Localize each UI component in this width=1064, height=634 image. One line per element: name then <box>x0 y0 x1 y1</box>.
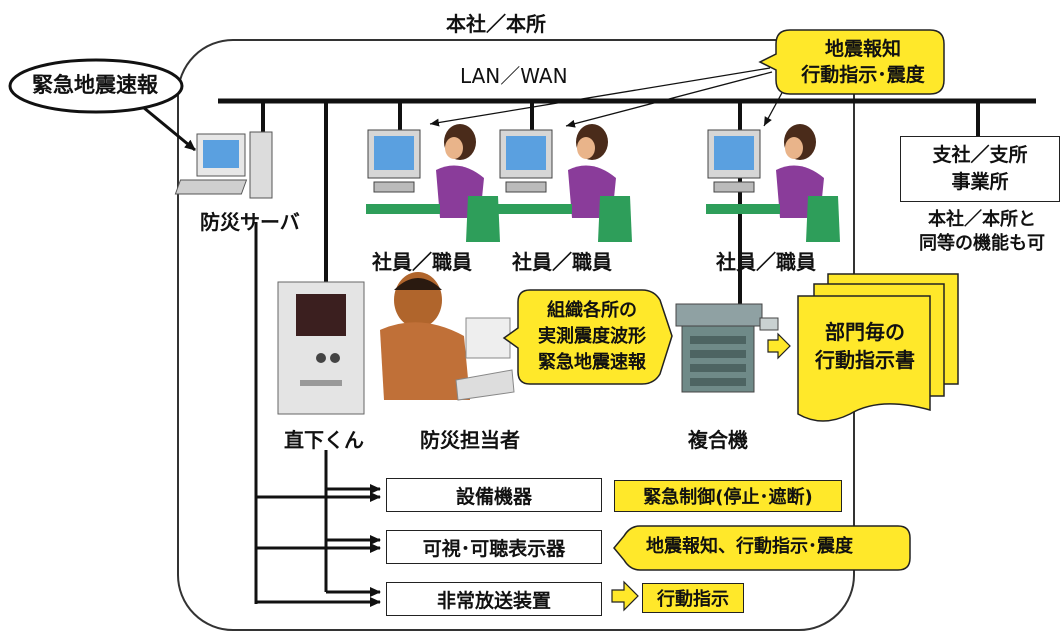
doc-arrow-icon <box>767 332 791 360</box>
copier-icon <box>675 303 779 393</box>
staff-label-3: 社員／職員 <box>716 250 816 274</box>
output-device-equipment: 設備機器 <box>386 478 602 512</box>
device-label: 直下くん <box>284 428 364 452</box>
manager-label: 防災担当者 <box>420 428 520 452</box>
staff-icon-1 <box>366 124 500 242</box>
staff-label-1: 社員／職員 <box>372 250 472 274</box>
branch-office-box: 支社／支所 事業所 <box>900 136 1060 202</box>
document-text: 部門毎の 行動指示書 <box>815 320 915 372</box>
mfp-label: 複合機 <box>688 428 748 452</box>
server-label: 防災サーバ <box>200 210 300 234</box>
disaster-manager-icon <box>380 272 515 401</box>
staff-label-2: 社員／職員 <box>512 250 612 274</box>
mid-callout-text: 組織各所の 実測震度波形 緊急地震速報 <box>538 300 646 373</box>
output-device-broadcast: 非常放送装置 <box>386 582 602 616</box>
network-label: LAN／WAN <box>460 64 568 88</box>
seismometer-device-icon <box>277 281 365 415</box>
document-stack-icon <box>797 273 959 422</box>
eew-source-label: 緊急地震速報 <box>32 73 158 97</box>
staff-icon-3 <box>706 124 840 242</box>
top-callout-text: 地震報知 行動指示･震度 <box>801 38 925 86</box>
action-alert-display: 地震報知、行動指示･震度 <box>646 536 853 557</box>
mid-callout-shape <box>502 289 673 385</box>
top-callout-shape <box>758 29 945 95</box>
head-office-label: 本社／本所 <box>446 12 546 36</box>
broadcast-arrow-icon <box>611 580 639 612</box>
eew-bubble <box>8 58 184 114</box>
action-emergency-control: 緊急制御(停止･遮断) <box>614 480 842 512</box>
server-pc-icon <box>174 131 273 199</box>
staff-icon-2 <box>498 124 632 242</box>
output-device-display: 可視･可聴表示器 <box>386 530 602 564</box>
action-broadcast: 行動指示 <box>642 583 744 613</box>
bottom-callout-shape <box>613 525 911 571</box>
branch-note: 本社／本所と 同等の機能も可 <box>919 209 1045 254</box>
